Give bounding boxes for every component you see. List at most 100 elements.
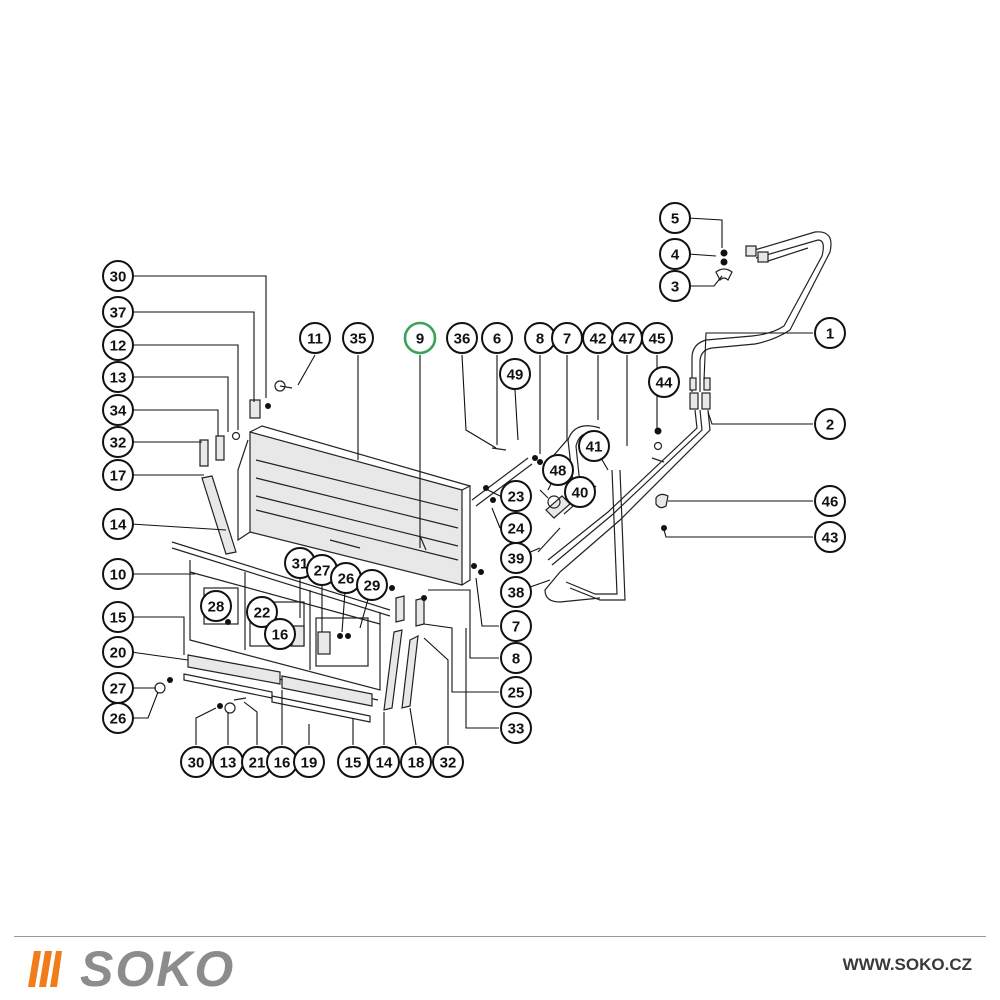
callout-14: 14 (368, 746, 400, 778)
callout-15: 15 (102, 601, 134, 633)
parts-drawing (154, 231, 832, 723)
footer-divider (14, 936, 986, 937)
callout-30: 30 (102, 260, 134, 292)
callout-number: 7 (563, 331, 571, 348)
callout-number: 30 (188, 755, 205, 772)
callout-21: 21 (241, 746, 273, 778)
callout-number: 19 (301, 755, 318, 772)
callout-14: 14 (102, 508, 134, 540)
callout-number: 27 (314, 563, 331, 580)
callout-28: 28 (200, 590, 232, 622)
callout-number: 23 (508, 489, 525, 506)
callout-37: 37 (102, 296, 134, 328)
callout-number: 9 (416, 331, 424, 348)
callout-number: 39 (508, 551, 525, 568)
callout-number: 43 (822, 530, 839, 547)
callout-20: 20 (102, 636, 134, 668)
callout-2: 2 (814, 408, 846, 440)
callout-number: 14 (110, 517, 127, 534)
callout-number: 32 (110, 435, 127, 452)
callout-number: 35 (350, 331, 367, 348)
callout-32: 32 (432, 746, 464, 778)
callout-4: 4 (659, 238, 691, 270)
website-url[interactable]: WWW.SOKO.CZ (842, 955, 972, 974)
callout-18: 18 (400, 746, 432, 778)
callout-13: 13 (102, 361, 134, 393)
callout-number: 17 (110, 468, 127, 485)
brand-name: SOKO (80, 941, 236, 997)
callout-number: 18 (408, 755, 425, 772)
callout-36: 36 (446, 322, 478, 354)
callout-number: 8 (536, 331, 544, 348)
callout-number: 49 (507, 367, 524, 384)
callout-32: 32 (102, 426, 134, 458)
callout-number: 28 (208, 599, 225, 616)
callout-9: 9 (403, 321, 437, 355)
callout-number: 37 (110, 305, 127, 322)
callout-30: 30 (180, 746, 212, 778)
callout-47: 47 (611, 322, 643, 354)
lower-frame (171, 541, 391, 723)
callout-number: 14 (376, 755, 393, 772)
callout-35: 35 (342, 322, 374, 354)
callout-8: 8 (524, 322, 556, 354)
callout-6: 6 (481, 322, 513, 354)
callout-number: 45 (649, 331, 666, 348)
callout-number: 34 (110, 403, 127, 420)
callout-22: 22 (246, 596, 278, 628)
callout-number: 38 (508, 585, 525, 602)
callout-13: 13 (212, 746, 244, 778)
callout-number: 29 (364, 578, 381, 595)
callout-48: 48 (542, 454, 574, 486)
callout-number: 3 (671, 279, 679, 296)
callout-10: 10 (102, 558, 134, 590)
callout-12: 12 (102, 329, 134, 361)
callout-number: 15 (345, 755, 362, 772)
callout-44: 44 (648, 366, 680, 398)
callout-number: 31 (292, 556, 309, 573)
callout-23: 23 (500, 480, 532, 512)
callout-16: 16 (266, 746, 298, 778)
callout-number: 24 (508, 521, 525, 538)
callout-3: 3 (659, 270, 691, 302)
callout-43: 43 (814, 521, 846, 553)
callout-number: 26 (110, 711, 127, 728)
callout-number: 10 (110, 567, 127, 584)
callout-number: 22 (254, 605, 271, 622)
callout-15: 15 (337, 746, 369, 778)
callout-40: 40 (564, 476, 596, 508)
callout-33: 33 (500, 712, 532, 744)
callout-41: 41 (578, 430, 610, 462)
callout-number: 21 (249, 755, 266, 772)
callout-number: 46 (822, 494, 839, 511)
callout-number: 33 (508, 721, 525, 738)
callout-number: 13 (220, 755, 237, 772)
callout-number: 20 (110, 645, 127, 662)
callout-45: 45 (641, 322, 673, 354)
callout-49: 49 (499, 358, 531, 390)
callout-number: 30 (110, 269, 127, 286)
callout-number: 7 (512, 619, 520, 636)
parts-diagram: 5431230371213343217141015202726113593668… (102, 202, 846, 778)
callout-number: 25 (508, 685, 525, 702)
side-plates (154, 380, 549, 714)
callout-number: 26 (338, 571, 355, 588)
callout-number: 42 (590, 331, 607, 348)
callout-38: 38 (500, 576, 532, 608)
brand-logo: SOKO (28, 944, 235, 994)
callout-27: 27 (102, 672, 134, 704)
callout-11: 11 (299, 322, 331, 354)
callout-42: 42 (582, 322, 614, 354)
callout-34: 34 (102, 394, 134, 426)
callout-number: 44 (656, 375, 673, 392)
callout-number: 41 (586, 439, 603, 456)
callout-number: 4 (671, 247, 680, 264)
callout-number: 5 (671, 211, 679, 228)
callout-8: 8 (500, 642, 532, 674)
hydraulic-hose-assembly (537, 231, 832, 603)
callout-number: 12 (110, 338, 127, 355)
callout-number: 40 (572, 485, 589, 502)
callout-17: 17 (102, 459, 134, 491)
callout-number: 47 (619, 331, 636, 348)
callout-number: 32 (440, 755, 457, 772)
